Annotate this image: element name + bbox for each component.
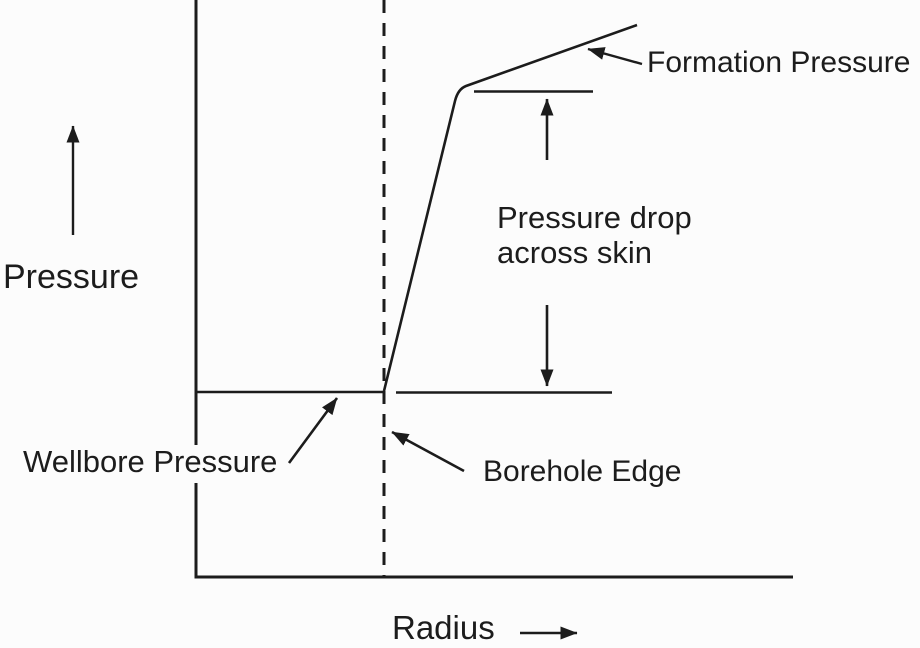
pressure-drop-label-line2: across skin [497, 235, 652, 270]
borehole-edge-leader-arrow [391, 430, 465, 473]
pressure-drop-label-line1: Pressure drop [497, 200, 692, 235]
pressure-curve [382, 23, 638, 392]
wellbore-pressure-label: Wellbore Pressure [23, 444, 277, 479]
x-axis-label: Radius [392, 609, 495, 646]
formation-pressure-label: Formation Pressure [647, 46, 910, 79]
y-axis-label: Pressure [3, 258, 139, 296]
wellbore-pressure-leader-arrow [287, 397, 339, 464]
formation-pressure-leader-arrow [587, 47, 643, 66]
borehole-edge-label: Borehole Edge [483, 455, 682, 488]
